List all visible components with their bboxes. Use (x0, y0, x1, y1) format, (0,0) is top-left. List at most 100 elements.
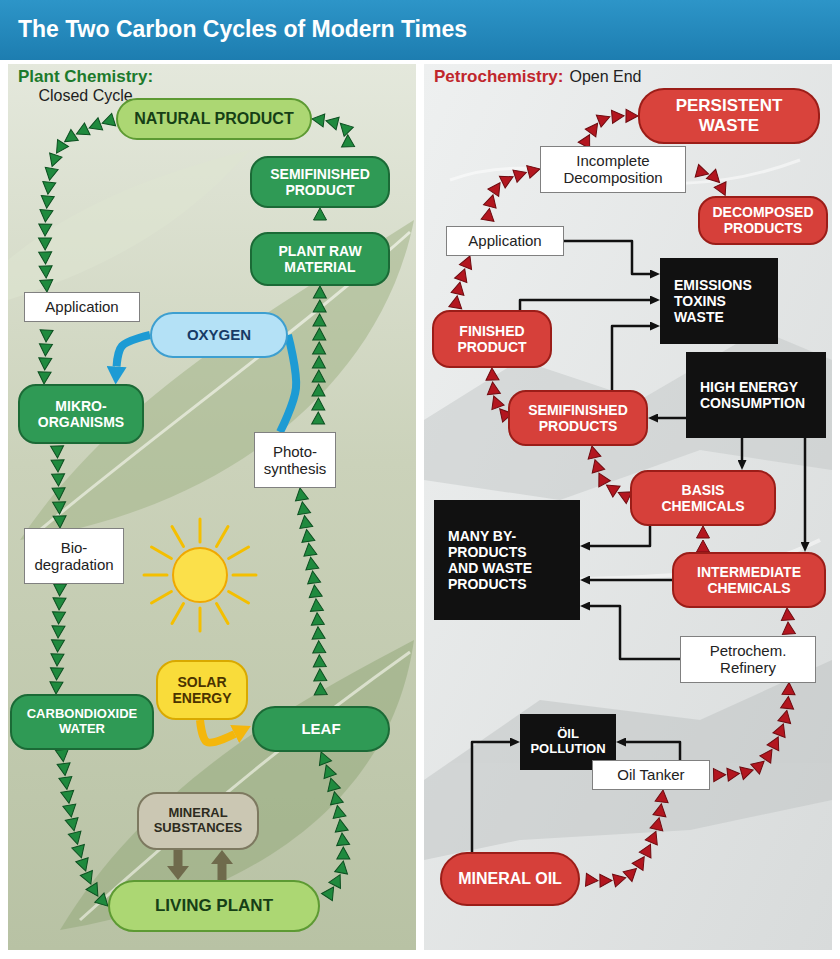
chain-arrowhead (39, 344, 53, 357)
chain-arrowhead (300, 529, 315, 543)
panel-ground (8, 64, 416, 950)
chain-arrowhead (65, 818, 80, 832)
chain-arrowhead (51, 446, 64, 458)
chain-path (710, 683, 789, 776)
step-label: Application (24, 292, 140, 322)
flow-chain (686, 165, 731, 199)
node-text: MINERAL SUBSTANCES (148, 806, 248, 836)
panel: Plant Chemistry:Closed CycleNATURAL PROD… (8, 64, 416, 950)
node-text: HIGH ENERGY CONSUMPTION (700, 379, 805, 411)
flow-chain (697, 526, 710, 552)
chain-arrowhead (52, 626, 65, 638)
chain-arrowhead (488, 179, 505, 196)
flow-chain (586, 445, 632, 504)
chain-arrowhead (313, 300, 326, 312)
flow-chain (311, 112, 354, 156)
chain-arrowhead (639, 841, 656, 858)
step-label: Petrochem. Refinery (680, 636, 816, 683)
node-text: DECOMPOSED PRODUCTS (708, 204, 818, 236)
chain-arrowhead (80, 871, 97, 887)
chain-arrowhead (596, 111, 612, 127)
chain-arrowhead (302, 542, 317, 556)
chain-arrowhead (53, 598, 66, 610)
process-pill: LEAF (252, 706, 390, 752)
panel: Petrochemistry:Open EndPERSISTENT WASTE I… (424, 64, 832, 950)
chain-arrowhead (100, 113, 115, 129)
chain-arrowhead (52, 488, 65, 500)
chain-arrowhead (63, 804, 78, 818)
chain-arrowhead (296, 501, 311, 515)
chain-arrowhead (40, 280, 54, 293)
process-box: MIKRO- ORGANISMS (18, 384, 144, 444)
arrow-line (218, 864, 227, 880)
process-box: INTERMEDIATE CHEMICALS (672, 552, 826, 608)
flow-arrow (520, 300, 650, 310)
chain-arrowhead (309, 598, 323, 611)
node-text: LEAF (301, 720, 340, 737)
chain-arrowhead (39, 238, 52, 250)
flow-arrow (222, 864, 223, 880)
product-pill: NATURAL PRODUCT (116, 98, 312, 140)
process-box: FINISHED PRODUCT (432, 310, 552, 368)
source-pill: MINERAL OIL (440, 852, 580, 906)
chain-arrowhead (294, 487, 309, 501)
oxygen-pill: OXYGEN (150, 312, 288, 358)
chain-arrowhead (86, 883, 103, 900)
flow-arrow (117, 335, 150, 367)
product-pill: LIVING PLANT (108, 880, 320, 932)
chain-arrowhead (706, 169, 724, 187)
chain-arrowhead (341, 135, 354, 147)
chain-arrowhead (50, 668, 63, 680)
chain-arrowhead (481, 207, 496, 221)
node-text: SOLAR ENERGY (165, 674, 239, 706)
chain-arrowhead (314, 683, 327, 695)
chain-arrowhead (611, 109, 624, 123)
chain-arrowhead (632, 853, 649, 870)
chain-arrowhead (336, 119, 354, 137)
chain-arrowhead (778, 709, 793, 724)
chain-arrowhead (40, 196, 54, 209)
arrow-line (658, 417, 686, 420)
arrow-line (117, 335, 150, 367)
rock-shape (424, 660, 832, 860)
chain-arrowhead (313, 286, 326, 298)
arrow-line (564, 241, 650, 274)
chain-path (62, 750, 108, 906)
flow-arrow (590, 580, 672, 581)
flow-chain (51, 444, 67, 528)
node-text: PERSISTENT WASTE (654, 96, 804, 135)
chain-arrowhead (313, 342, 326, 354)
mineral-pill: MINERAL SUBSTANCES (137, 792, 259, 850)
chain-arrowhead (61, 130, 78, 148)
flow-arrow (178, 850, 179, 866)
chain-arrowhead (312, 640, 326, 653)
arrow-line (174, 850, 183, 866)
flow-chain (55, 749, 112, 911)
chain-arrowhead (782, 682, 796, 695)
step-label: Photo- synthesis (254, 432, 336, 488)
chain-arrowhead (306, 570, 320, 584)
chain-arrowhead (333, 818, 348, 832)
node-text: MINERAL OIL (458, 870, 562, 888)
sun-rays (144, 519, 256, 631)
panel-heading-group: Petrochemistry:Open End (434, 67, 642, 87)
chain-arrowhead (39, 209, 53, 222)
chain-arrowhead (484, 193, 500, 208)
node-text: SEMIFINISHED PRODUCT (262, 166, 378, 198)
chain-arrowhead (38, 358, 52, 371)
chain-arrowhead (51, 140, 68, 157)
chain-arrowhead (626, 109, 638, 122)
chain-arrowhead (499, 171, 515, 188)
node-text: Petrochem. Refinery (693, 642, 803, 677)
arrow-line (612, 326, 650, 390)
flow-chain (580, 789, 670, 887)
chain-arrowhead (39, 266, 53, 279)
flow-arrow (612, 326, 650, 390)
flow-chain (38, 322, 54, 384)
chain-arrowhead (55, 749, 69, 762)
chain-arrowhead (40, 330, 54, 343)
node-text: Incomplete Decomposition (549, 152, 677, 187)
chain-arrowhead (751, 756, 769, 774)
arrow-line (741, 438, 744, 460)
chain-arrowhead (589, 458, 605, 473)
